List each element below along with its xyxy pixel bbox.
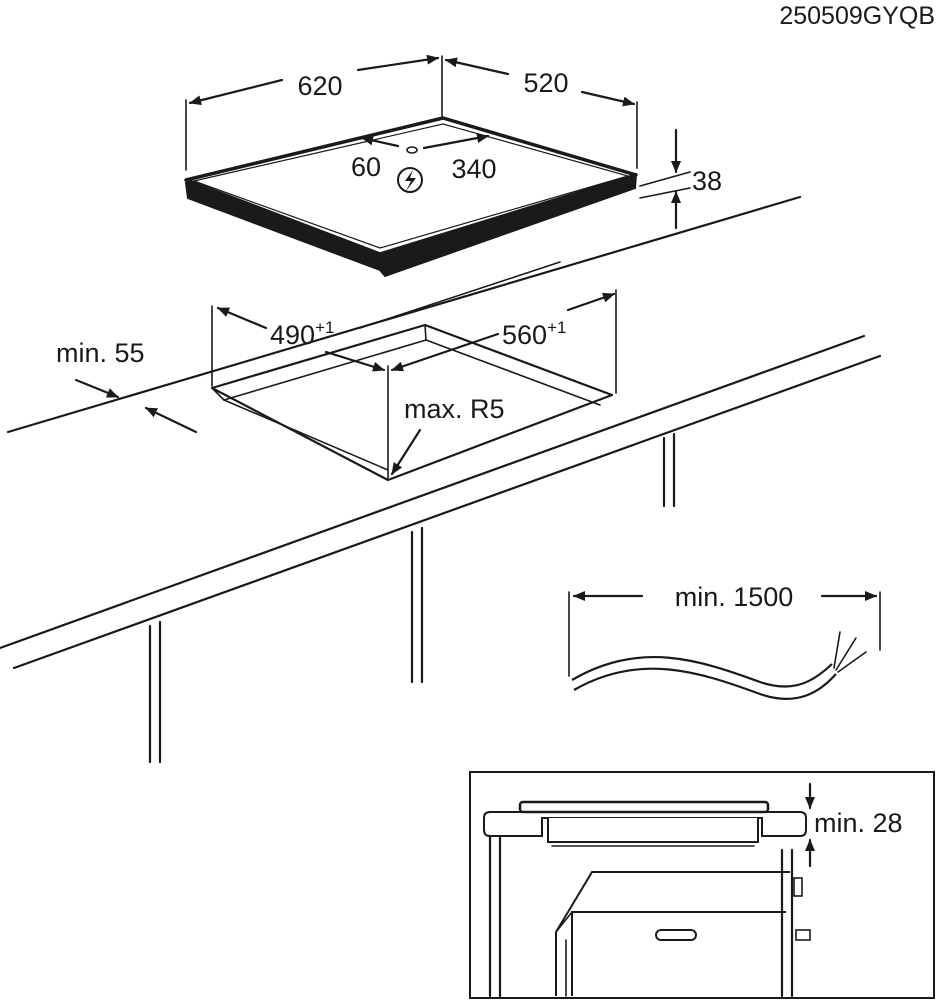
cable-drawing: min. 1500: [568, 582, 881, 700]
corner-radius-dimension: max. R5: [390, 394, 505, 476]
hob-width-dimension: 620: [185, 54, 443, 171]
hob-height-label: 38: [692, 166, 722, 196]
clearance-label: min. 28: [814, 808, 903, 838]
hob-width-label: 620: [297, 71, 342, 101]
hob-depth-dimension: 520: [444, 57, 638, 169]
front-distance-label: min. 55: [56, 338, 145, 368]
cutout-depth-label: 560+1: [502, 318, 566, 350]
cutout-drawing: [210, 323, 614, 482]
cutout-width-label: 490+1: [270, 318, 334, 350]
hob-drawing: [184, 116, 638, 278]
worktop-drawing: [0, 195, 882, 764]
cable-length-label: min. 1500: [675, 582, 794, 612]
cutout-depth-dimension: 560+1: [359, 261, 617, 394]
product-code: 250509GYQB: [779, 2, 935, 30]
front-distance-dimension: min. 55: [56, 338, 198, 434]
installation-detail: min. 28: [469, 771, 935, 999]
connection-offset-label: 60: [351, 152, 381, 182]
hob-height-dimension: 38: [639, 128, 722, 230]
connection-dimension: 60 340: [351, 133, 497, 193]
corner-radius-label: max. R5: [404, 394, 505, 424]
connection-depth-label: 340: [451, 154, 496, 184]
power-connection-icon: [397, 167, 423, 193]
hob-depth-label: 520: [523, 68, 568, 98]
cutout-width-dimension: 490+1: [211, 305, 389, 479]
